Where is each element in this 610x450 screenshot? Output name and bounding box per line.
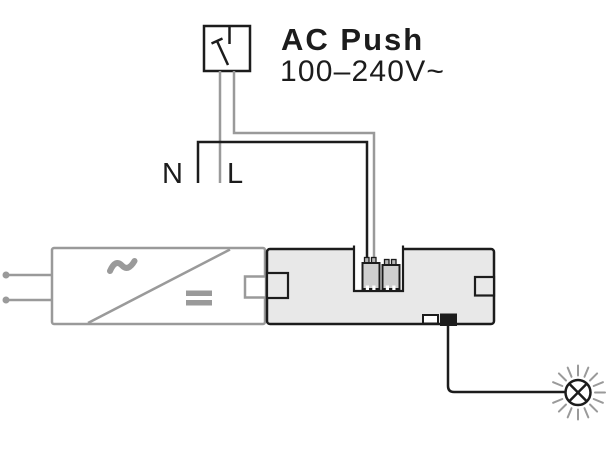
lamp-icon xyxy=(552,364,606,421)
push-input-plugs xyxy=(361,256,401,290)
driver-input-terminal-top xyxy=(2,271,10,279)
module-left-notch xyxy=(265,271,290,300)
ac-tilde-icon xyxy=(107,258,138,274)
plug-left xyxy=(361,256,381,290)
switch-wire-right xyxy=(232,71,376,263)
module-right-notch xyxy=(473,275,496,297)
wiring xyxy=(196,71,376,263)
push-switch-icon xyxy=(202,24,252,73)
led-driver-symbol xyxy=(2,246,268,326)
output-wire xyxy=(446,326,566,394)
lamp-rays xyxy=(552,364,606,421)
driver-input-terminal-bottom xyxy=(2,296,10,304)
driver-connector-tab xyxy=(243,275,268,299)
switch-lever xyxy=(215,40,230,66)
terminal-n-label: N xyxy=(162,158,183,190)
dc-equals-icon xyxy=(186,290,212,306)
voltage-label: 100–240V~ xyxy=(280,55,445,88)
plug-left-body xyxy=(361,262,381,290)
switch-actuator-tick xyxy=(210,37,224,45)
plug-right xyxy=(381,258,401,290)
plug-right-body xyxy=(381,264,401,290)
device-title-label: AC Push xyxy=(281,22,424,57)
driver-diagonal-divider xyxy=(87,248,231,325)
output-socket xyxy=(422,314,439,325)
terminal-l-label: L xyxy=(227,158,243,190)
output-plug xyxy=(440,313,457,326)
mains-wire xyxy=(196,140,369,263)
